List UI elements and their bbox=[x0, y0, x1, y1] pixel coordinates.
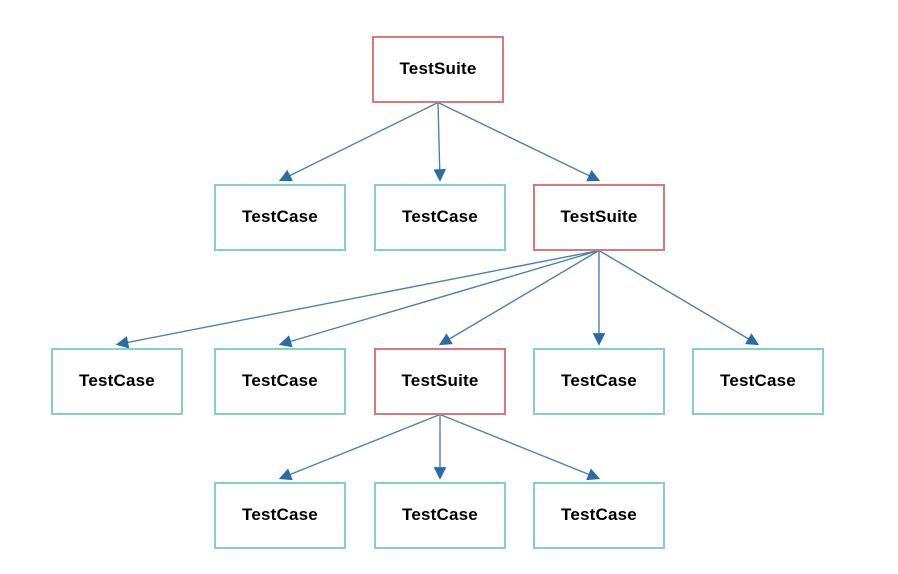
node-label: TestCase bbox=[242, 207, 318, 226]
edge-suite-3-to-case-9 bbox=[439, 413, 601, 481]
diagram-node-case-1: TestCase bbox=[214, 183, 346, 251]
diagram-node-case-5: TestCase bbox=[533, 347, 665, 415]
diagram-node-case-6: TestCase bbox=[692, 347, 824, 415]
diagram-node-case-7: TestCase bbox=[214, 481, 346, 549]
diagram-node-case-4: TestCase bbox=[214, 347, 346, 415]
node-label: TestSuite bbox=[401, 371, 479, 390]
diagram-node-suite-2: TestSuite bbox=[533, 183, 665, 251]
node-label: TestSuite bbox=[560, 207, 638, 226]
node-label: TestCase bbox=[561, 505, 637, 524]
node-label: TestCase bbox=[242, 371, 318, 390]
node-label: TestCase bbox=[720, 371, 796, 390]
node-label: TestCase bbox=[242, 505, 318, 524]
node-label: TestCase bbox=[402, 207, 478, 226]
diagram-node-case-2: TestCase bbox=[374, 183, 506, 251]
edge-suite-2-to-suite-3 bbox=[438, 249, 600, 346]
edge-suite-3-to-case-7 bbox=[278, 413, 441, 481]
edge-suite-2-to-case-4 bbox=[278, 249, 600, 348]
diagram-node-case-9: TestCase bbox=[533, 481, 665, 549]
edge-suite-root-to-suite-2 bbox=[437, 101, 601, 182]
node-label: TestCase bbox=[402, 505, 478, 524]
node-label: TestCase bbox=[79, 371, 155, 390]
edge-suite-2-to-case-6 bbox=[598, 249, 760, 346]
node-label: TestCase bbox=[561, 371, 637, 390]
node-label: TestSuite bbox=[399, 59, 477, 78]
diagram-node-suite-3: TestSuite bbox=[374, 347, 506, 415]
diagram-node-suite-root: TestSuite bbox=[372, 35, 504, 103]
diagram-node-case-8: TestCase bbox=[374, 481, 506, 549]
edge-suite-root-to-case-1 bbox=[278, 101, 439, 182]
diagram-node-case-3: TestCase bbox=[51, 347, 183, 415]
edge-suite-root-to-case-2 bbox=[433, 102, 447, 182]
edge-suite-2-to-case-3 bbox=[115, 249, 600, 349]
